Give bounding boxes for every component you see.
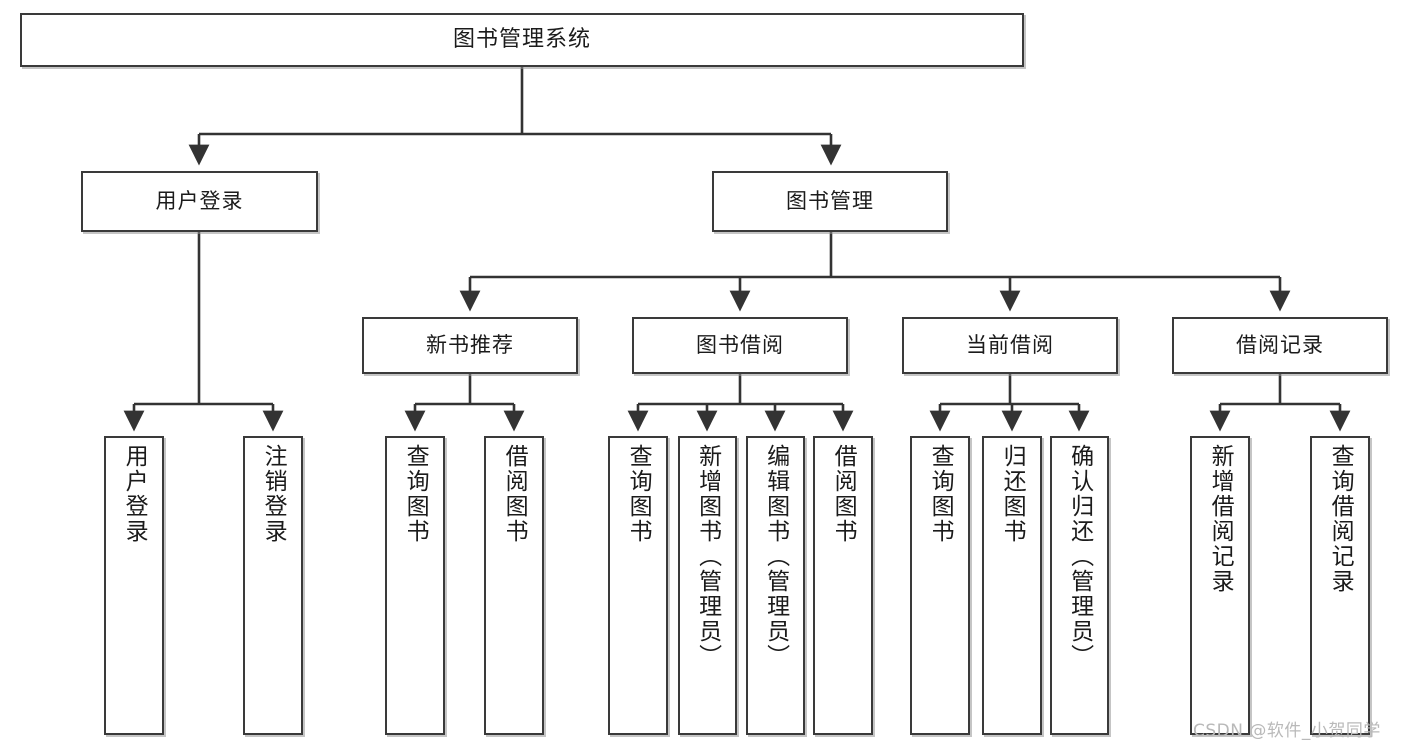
node-label: 归还图书 bbox=[999, 444, 1026, 544]
node-root-system[interactable]: 图书管理系统 bbox=[20, 13, 1024, 67]
node-label: 编辑图书（管理员） bbox=[762, 444, 789, 669]
node-leaf-borrow-book-1[interactable]: 借阅图书 bbox=[484, 436, 544, 735]
node-label: 新增借阅记录 bbox=[1207, 444, 1234, 594]
node-book-management[interactable]: 图书管理 bbox=[712, 171, 948, 232]
node-label: 新书推荐 bbox=[426, 333, 514, 358]
node-label: 注销登录 bbox=[260, 444, 287, 544]
node-label: 用户登录 bbox=[155, 189, 244, 214]
node-label: 当前借阅 bbox=[966, 333, 1054, 358]
node-leaf-query-book-1[interactable]: 查询图书 bbox=[385, 436, 445, 735]
node-current-borrow[interactable]: 当前借阅 bbox=[902, 317, 1118, 374]
node-borrow-record[interactable]: 借阅记录 bbox=[1172, 317, 1388, 374]
node-label: 借阅图书 bbox=[830, 444, 857, 544]
node-leaf-borrow-book-2[interactable]: 借阅图书 bbox=[813, 436, 873, 735]
node-leaf-return-book[interactable]: 归还图书 bbox=[982, 436, 1042, 735]
node-label: 用户登录 bbox=[121, 444, 148, 544]
node-leaf-add-book[interactable]: 新增图书（管理员） bbox=[678, 436, 737, 735]
node-label: 图书管理系统 bbox=[452, 27, 591, 53]
node-leaf-user-logout[interactable]: 注销登录 bbox=[243, 436, 303, 735]
node-leaf-query-book-2[interactable]: 查询图书 bbox=[608, 436, 668, 735]
node-label: 图书借阅 bbox=[696, 333, 784, 358]
node-leaf-query-book-3[interactable]: 查询图书 bbox=[910, 436, 970, 735]
node-leaf-edit-book[interactable]: 编辑图书（管理员） bbox=[746, 436, 805, 735]
node-leaf-confirm-return[interactable]: 确认归还（管理员） bbox=[1050, 436, 1109, 735]
node-label: 确认归还（管理员） bbox=[1066, 444, 1093, 669]
node-label: 查询图书 bbox=[625, 444, 652, 544]
node-book-borrow[interactable]: 图书借阅 bbox=[632, 317, 848, 374]
node-label: 查询图书 bbox=[927, 444, 954, 544]
csdn-watermark: CSDN @软件_小贺同学 bbox=[1193, 721, 1381, 741]
node-leaf-user-login[interactable]: 用户登录 bbox=[104, 436, 164, 735]
node-label: 图书管理 bbox=[786, 189, 874, 214]
node-label: 借阅图书 bbox=[501, 444, 528, 544]
node-new-book-recommend[interactable]: 新书推荐 bbox=[362, 317, 578, 374]
node-label: 新增图书（管理员） bbox=[694, 444, 721, 669]
node-label: 查询图书 bbox=[402, 444, 429, 544]
node-label: 借阅记录 bbox=[1236, 333, 1324, 358]
node-leaf-add-borrow-record[interactable]: 新增借阅记录 bbox=[1190, 436, 1250, 735]
node-leaf-query-borrow-record[interactable]: 查询借阅记录 bbox=[1310, 436, 1370, 735]
node-user-login[interactable]: 用户登录 bbox=[81, 171, 318, 232]
node-label: 查询借阅记录 bbox=[1327, 444, 1354, 594]
